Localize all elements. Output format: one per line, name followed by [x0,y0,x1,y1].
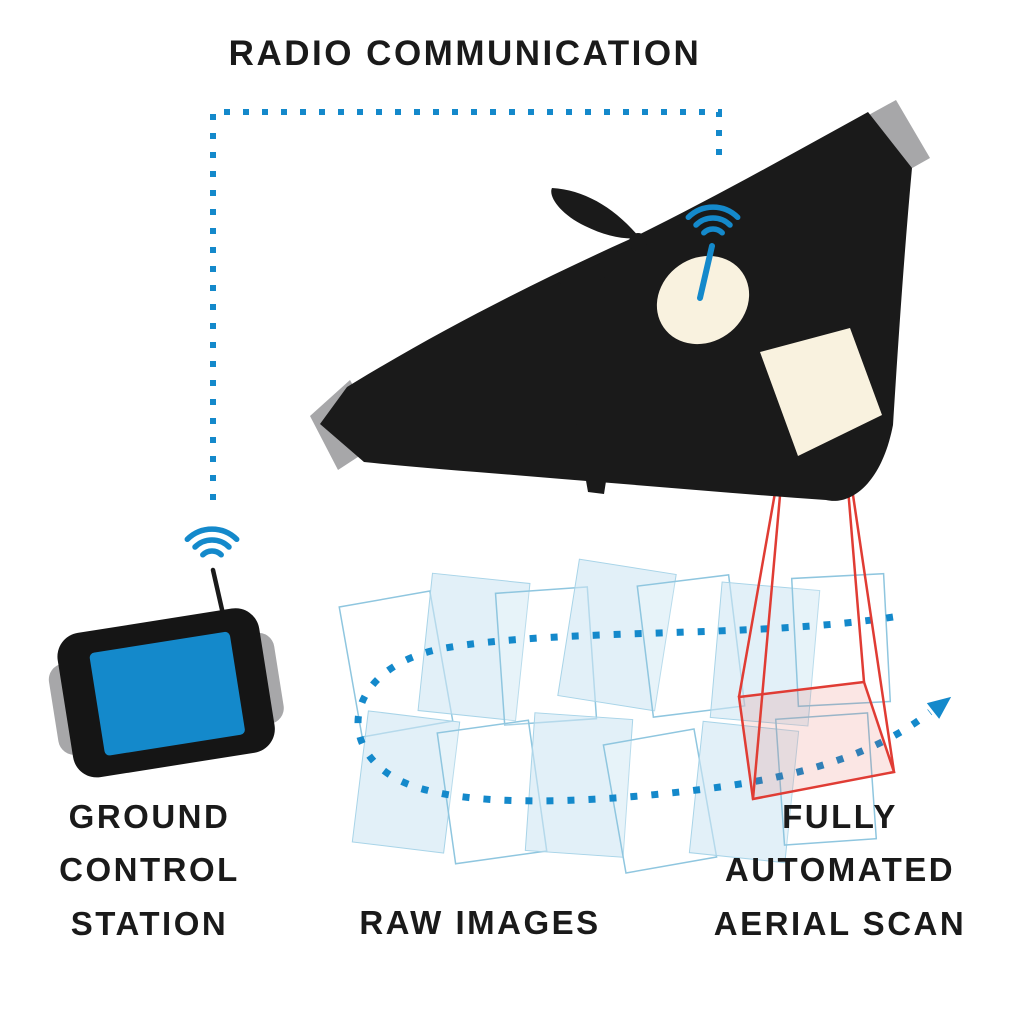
aerial-scan-label-line3: AERIAL SCAN [713,904,967,942]
wifi-icon-ground [184,526,240,558]
aerial-scan-label: FULLY AUTOMATED AERIAL SCAN [680,790,1000,950]
drone-antenna [697,243,715,301]
ground-station-label-line1: GROUND [68,798,231,835]
drone-body [320,112,912,501]
raw-images-label: RAW IMAGES [359,904,601,941]
ground-station-label-line3: STATION [70,904,229,942]
diagram-title: RADIO COMMUNICATION [228,34,702,73]
device-screen [89,631,245,756]
wing-window [760,328,882,456]
ground-station-label: GROUND CONTROL STATION [22,790,277,950]
tail-fin [576,424,614,494]
arrow-icon [926,696,952,719]
scan-frustum [737,463,896,801]
propeller-icon [551,188,647,286]
flight-path-dotted-line [354,613,952,805]
ground-station-label-line2: CONTROL [59,851,240,889]
cockpit-window [656,255,750,345]
drone-illustration [310,100,930,501]
scan-footprint [737,680,896,801]
wifi-icon-drone [685,204,741,236]
ground-station-device [48,526,284,778]
aerial-scan-label-line2: AUTOMATED [724,851,956,889]
aerial-scan-label-line1: FULLY [782,798,898,835]
radio-link-dotted-line [210,109,722,500]
